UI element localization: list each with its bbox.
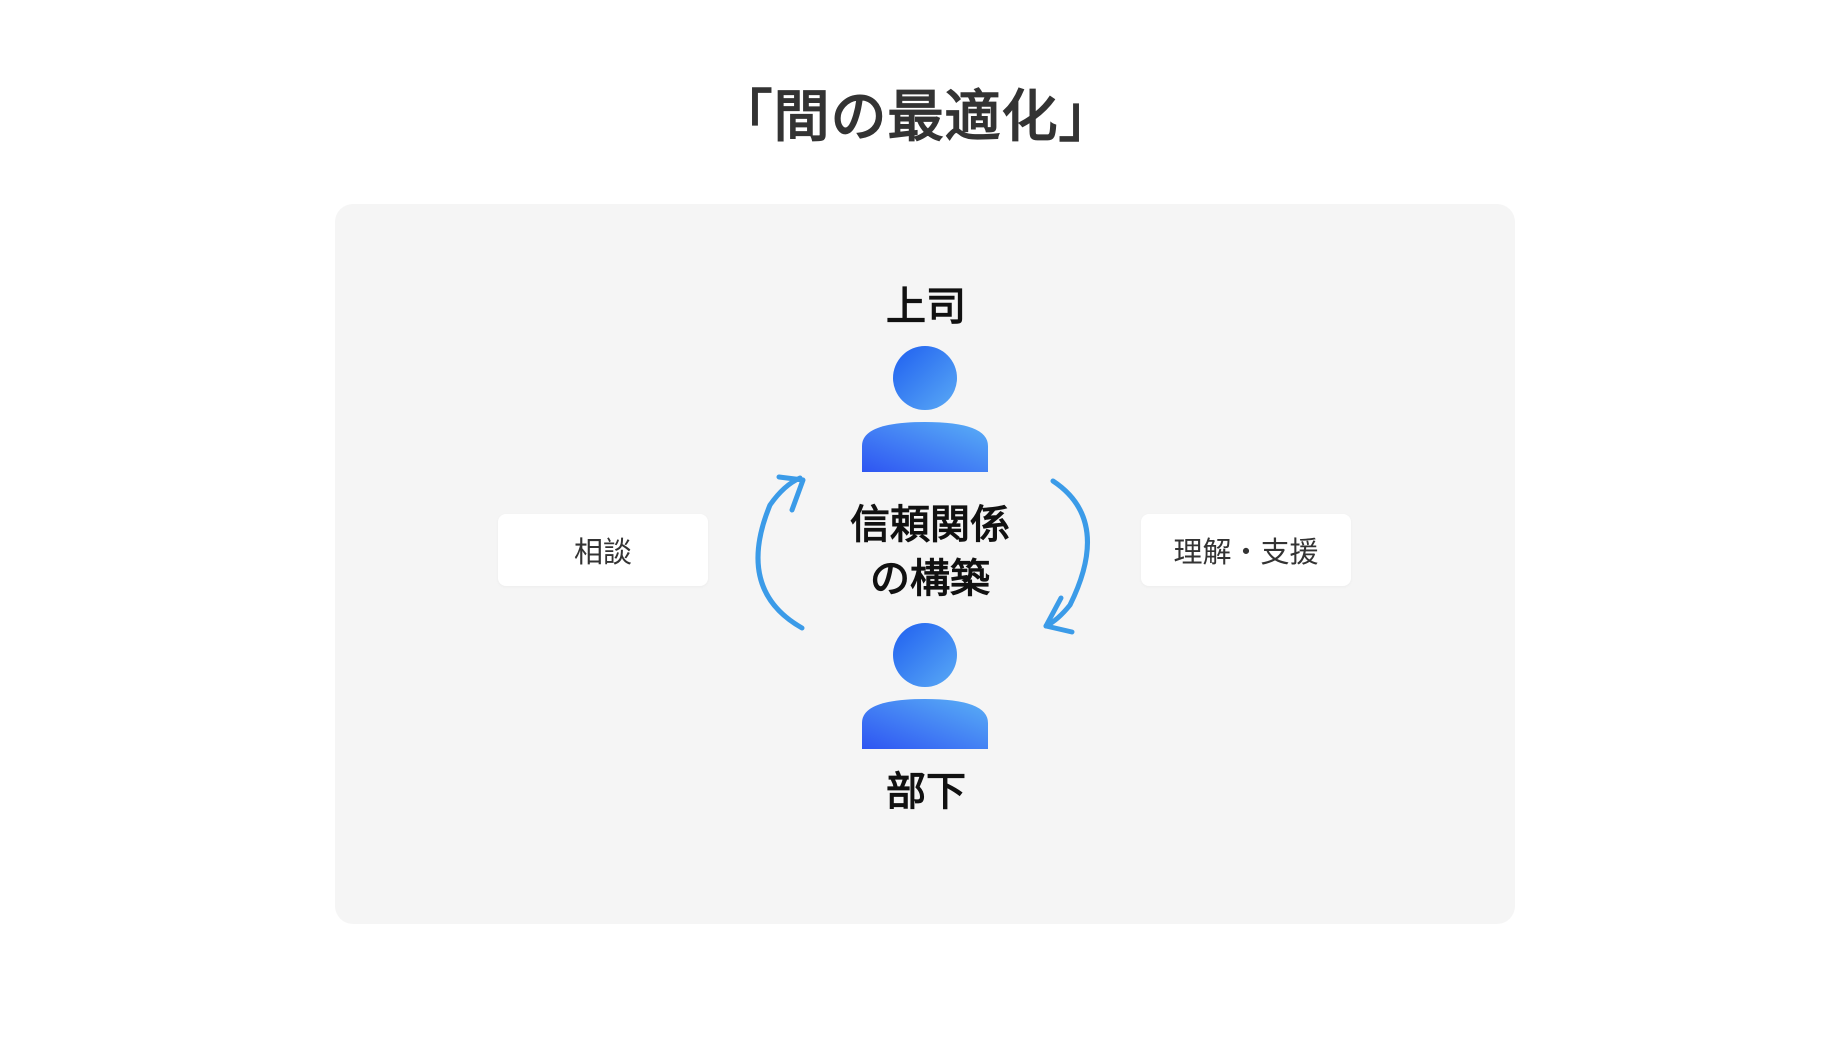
subordinate-person-icon	[862, 623, 988, 749]
trust-building-line1: 信頼関係	[850, 502, 1010, 548]
page-title: 「間の最適化」	[716, 85, 1116, 150]
left-up-arrowhead-icon	[776, 474, 806, 513]
understanding-support-box: 理解・支援	[1141, 514, 1351, 586]
left-up-arrow-icon	[755, 475, 805, 631]
boss-label: 上司	[886, 284, 966, 330]
consult-box: 相談	[498, 514, 708, 586]
boss-person-icon	[862, 346, 988, 472]
trust-building-line2: の構築	[870, 556, 990, 602]
right-down-arrow-icon	[1043, 478, 1090, 629]
subordinate-label: 部下	[886, 769, 966, 815]
trust-building-label: 信頼関係 の構築	[780, 498, 1080, 606]
right-down-arrowhead-icon	[1043, 595, 1075, 635]
